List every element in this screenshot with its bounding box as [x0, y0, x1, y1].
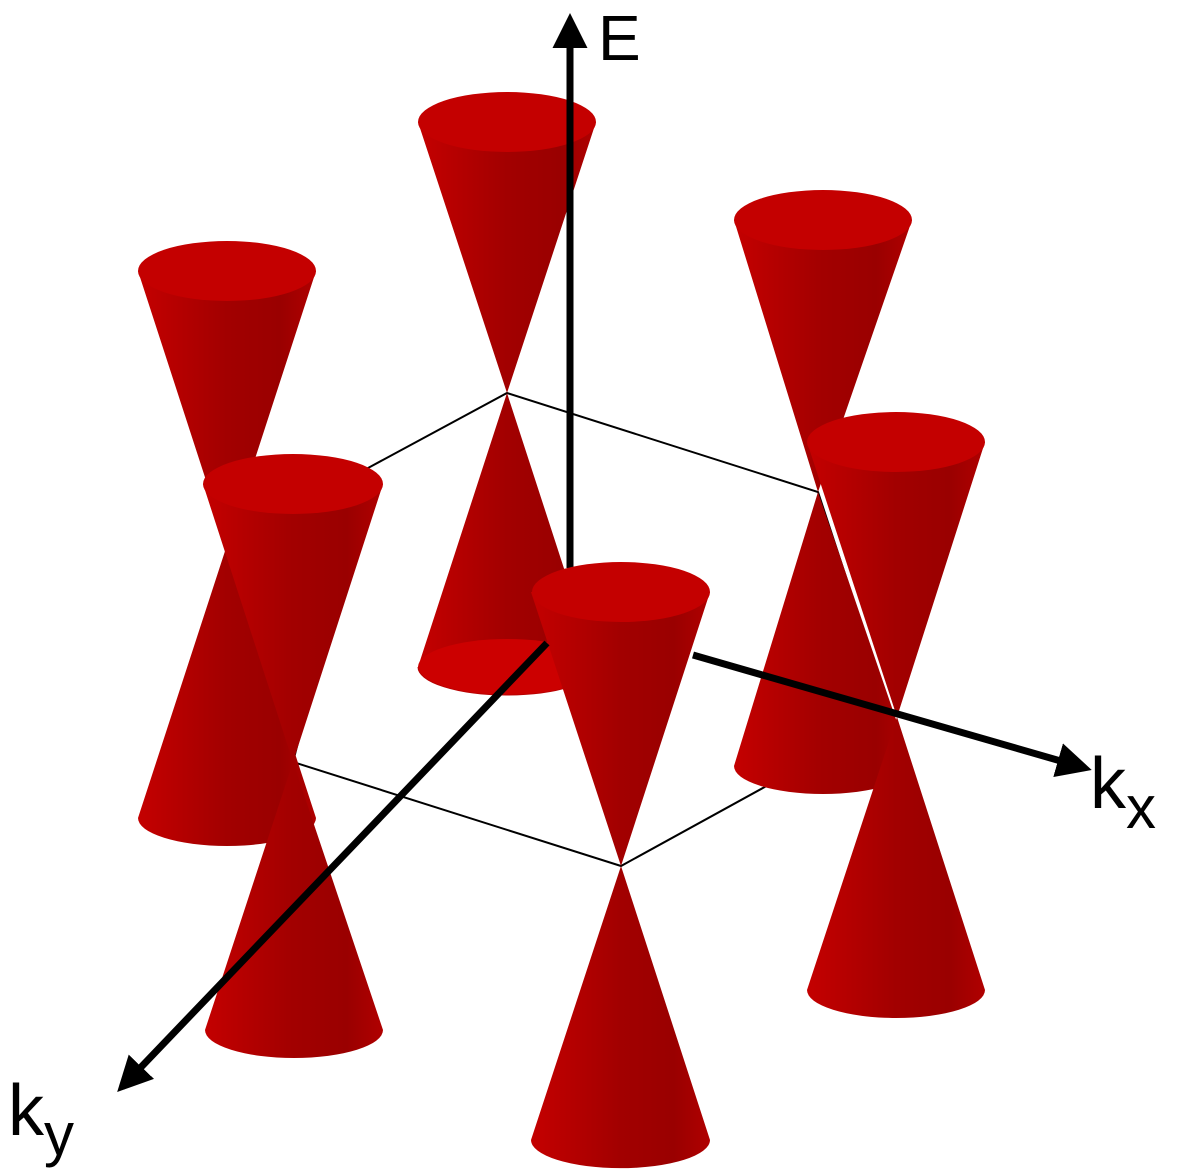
ky-label-subscript: y — [44, 1101, 74, 1168]
dirac-cone-upper-right — [734, 190, 912, 794]
dirac-cone-bottom — [531, 562, 710, 1169]
dirac-cone-lower-left — [203, 454, 383, 1058]
energy-axis-label: E — [598, 2, 641, 74]
kx-label-subscript: x — [1126, 774, 1156, 841]
dirac-cone-lower-right — [807, 412, 985, 1018]
dirac-cone-upper-left — [138, 241, 316, 846]
ky-axis-label: ky — [8, 1071, 74, 1168]
kx-label-base: k — [1090, 744, 1127, 824]
kx-axis — [692, 651, 1092, 778]
ky-axis — [117, 640, 550, 1093]
kx-axis-label: kx — [1090, 744, 1156, 841]
ky-label-base: k — [8, 1071, 45, 1151]
